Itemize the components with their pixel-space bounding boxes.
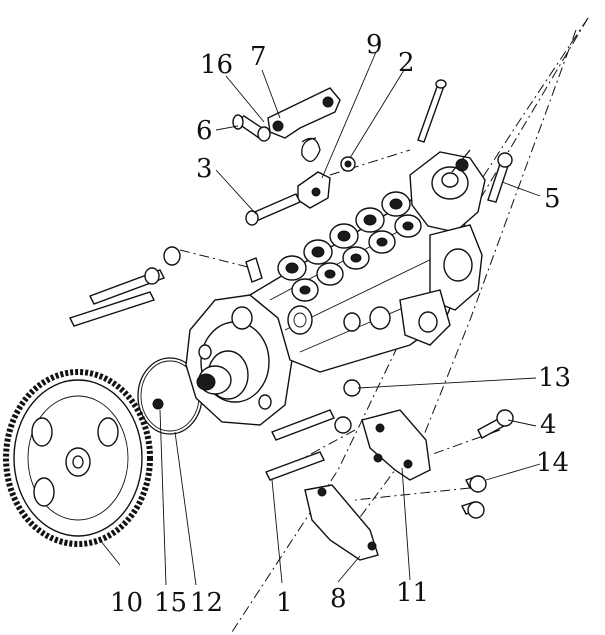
callout-7: 7 — [250, 42, 267, 72]
support-bracket — [304, 484, 379, 561]
callout-11: 11 — [396, 578, 430, 608]
bracket-plate — [267, 87, 341, 162]
stop-block — [297, 171, 331, 209]
injection-pump-body — [185, 149, 486, 426]
studs-lower — [265, 379, 361, 481]
studs-upper-left — [69, 246, 181, 327]
leader-lines — [99, 51, 541, 586]
shaft-key — [152, 398, 164, 410]
bolts-14 — [461, 475, 487, 519]
long-stud — [417, 79, 447, 143]
callout-13: 13 — [538, 363, 572, 393]
callout-8: 8 — [330, 584, 347, 614]
callout-10: 10 — [110, 588, 144, 618]
bolt-3 — [245, 193, 301, 226]
callout-4: 4 — [540, 410, 557, 440]
bolt-with-washer — [232, 114, 271, 142]
callout-6: 6 — [196, 116, 213, 146]
callout-12: 12 — [190, 588, 224, 618]
delivery-valves — [277, 191, 422, 302]
callout-16: 16 — [200, 50, 234, 80]
timing-gear — [3, 369, 153, 547]
callout-14: 14 — [536, 448, 570, 478]
callout-15: 15 — [154, 588, 188, 618]
callout-3: 3 — [196, 154, 213, 184]
callout-9: 9 — [366, 30, 383, 60]
bolt-5 — [487, 152, 513, 203]
mounting-plate — [361, 409, 431, 481]
nut-2 — [340, 156, 356, 172]
callout-2: 2 — [398, 48, 415, 78]
bolt-4 — [477, 409, 514, 439]
callout-5: 5 — [544, 184, 561, 214]
callout-1: 1 — [276, 588, 293, 618]
